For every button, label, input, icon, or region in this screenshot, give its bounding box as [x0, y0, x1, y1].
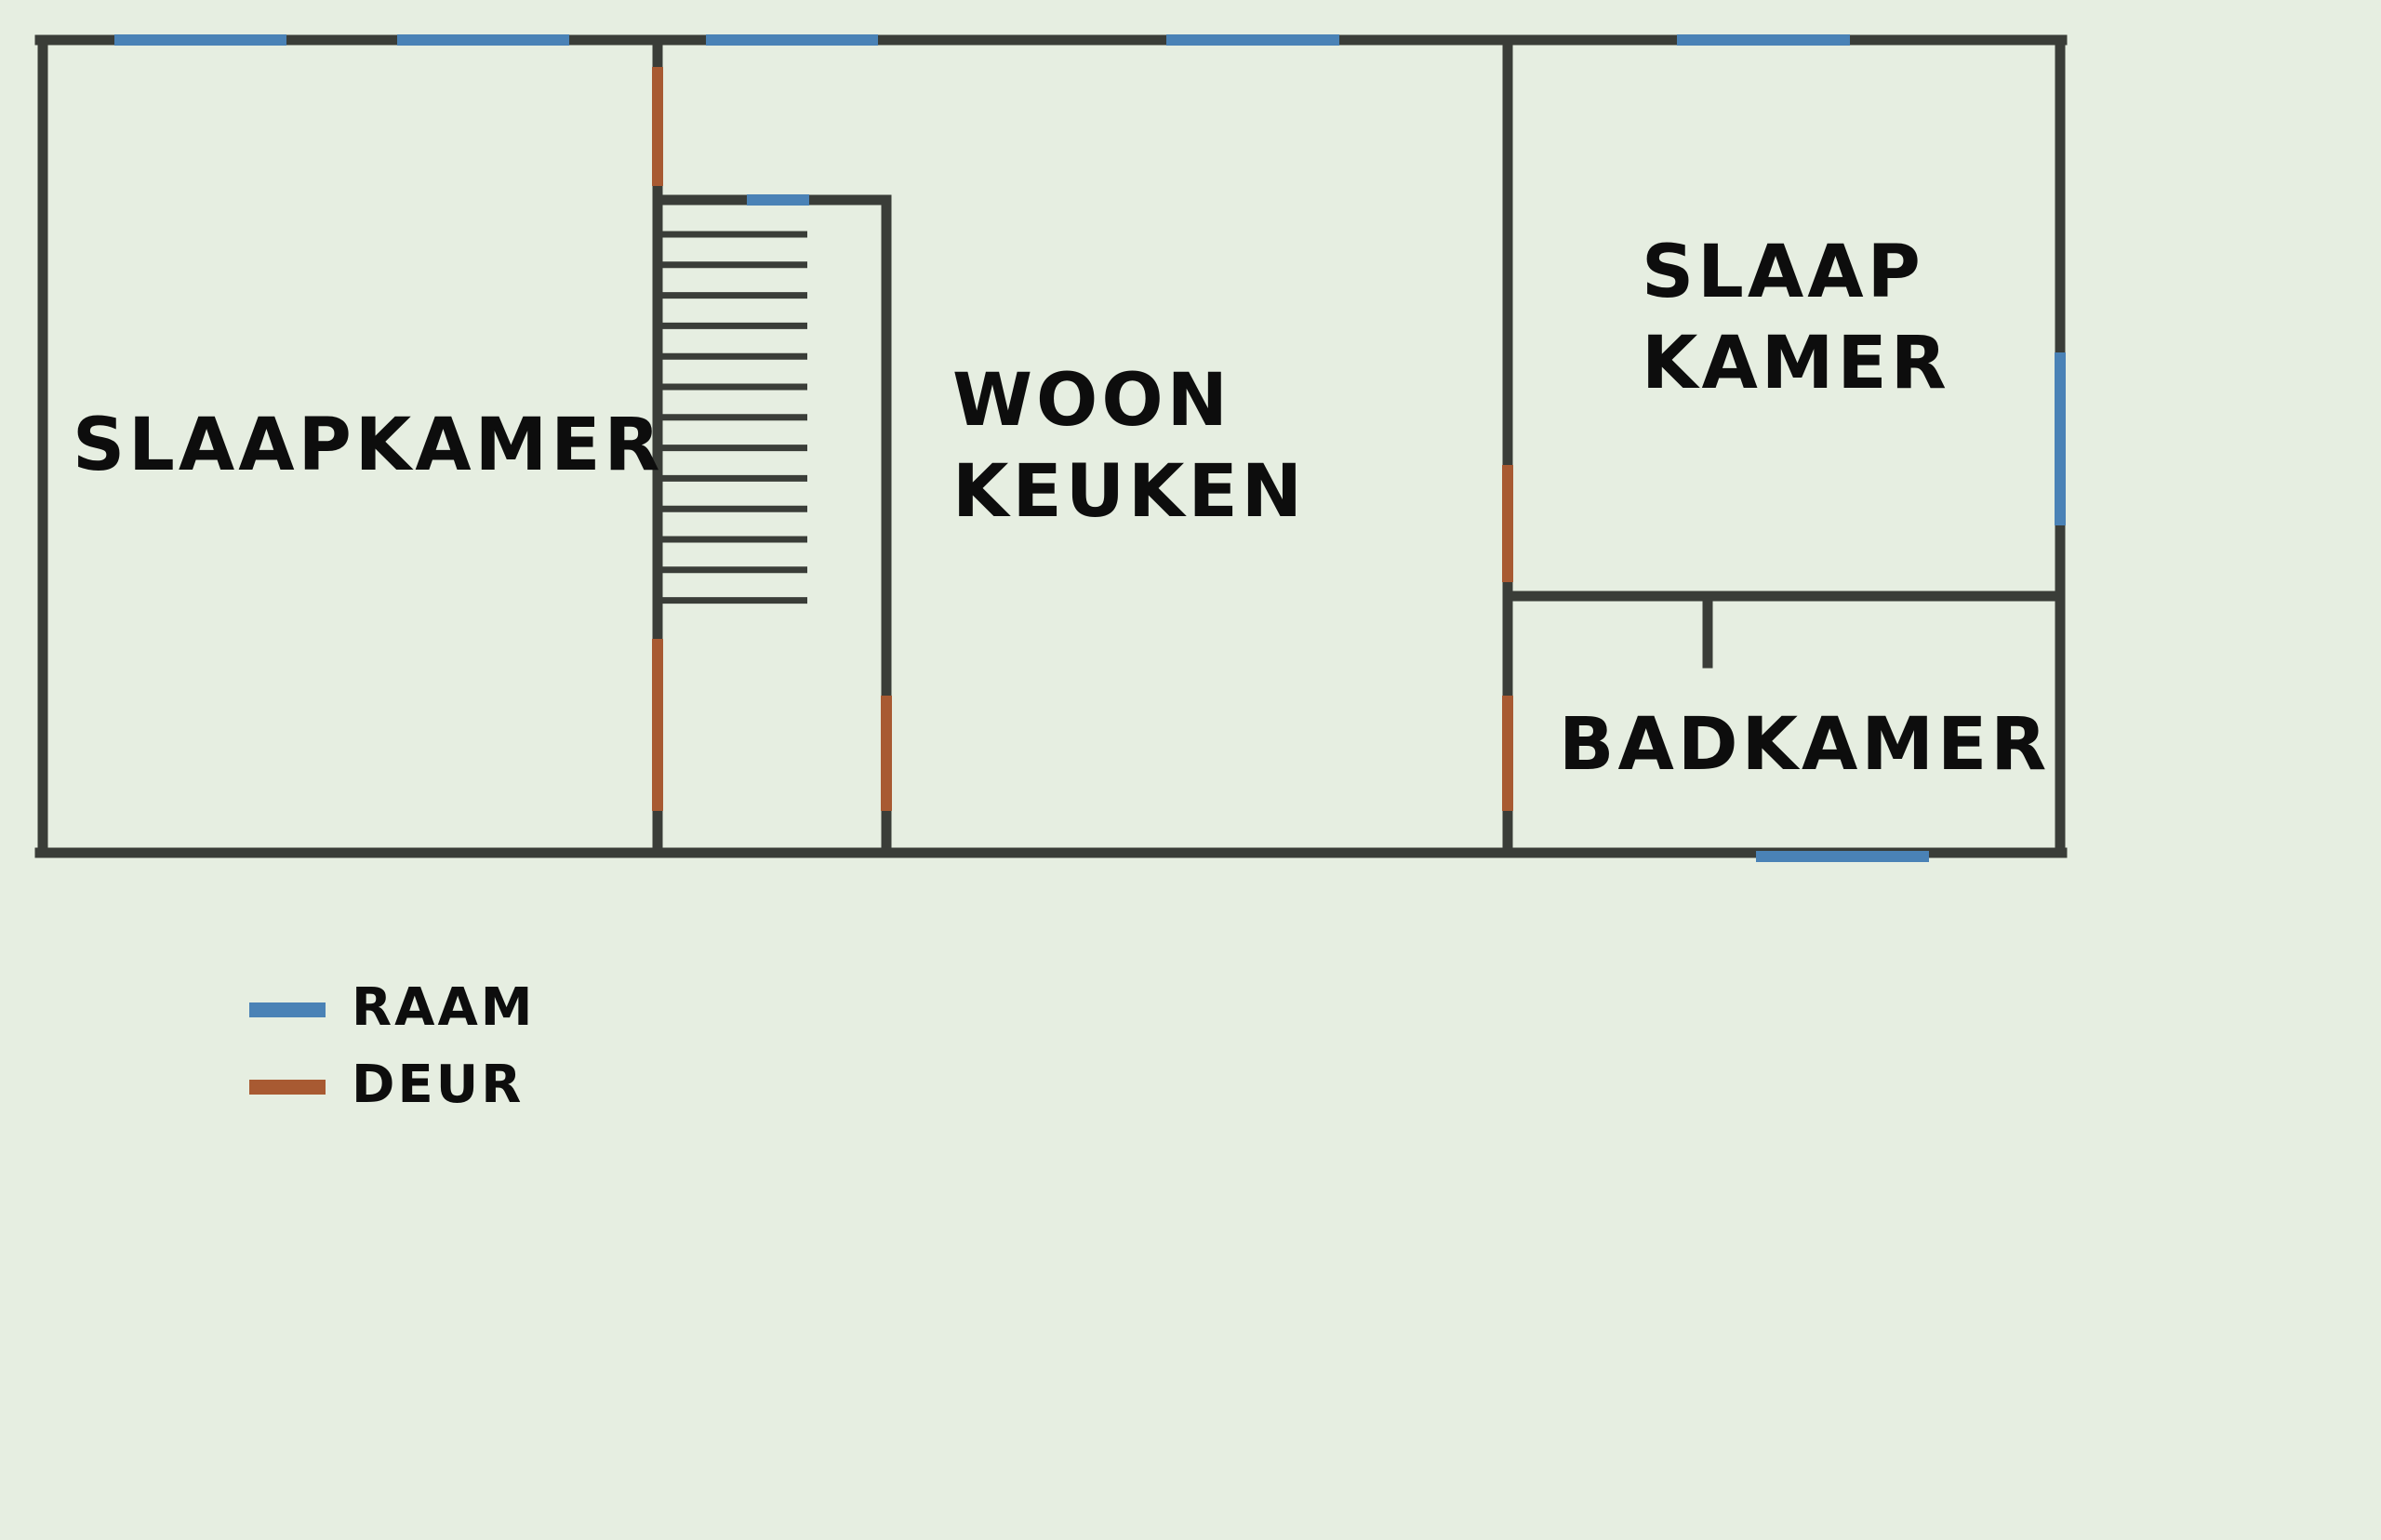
legend-swatch-window	[249, 1002, 326, 1017]
room-label-line: SLAAP	[1642, 231, 1924, 314]
room-label-slaapkamer-left: SLAAPKAMER	[73, 400, 664, 491]
room-label-woonkeuken: WOON KEUKEN	[952, 355, 1306, 538]
room-label-line: KAMER	[1642, 322, 1950, 405]
legend-label-window: RAAM	[352, 977, 536, 1038]
doors	[652, 67, 1513, 811]
room-label-line: WOON	[952, 359, 1231, 443]
room-label-badkamer: BADKAMER	[1559, 699, 2050, 790]
room-label-line: KEUKEN	[952, 450, 1307, 534]
windows	[114, 34, 2066, 862]
room-label-line: BADKAMER	[1559, 703, 2051, 787]
legend-swatch-door	[249, 1080, 326, 1095]
room-label-slaapkamer-right: SLAAP KAMER	[1642, 227, 1950, 409]
staircase	[662, 231, 807, 604]
room-label-line: SLAAPKAMER	[73, 404, 664, 487]
legend-label-door: DEUR	[352, 1055, 525, 1115]
